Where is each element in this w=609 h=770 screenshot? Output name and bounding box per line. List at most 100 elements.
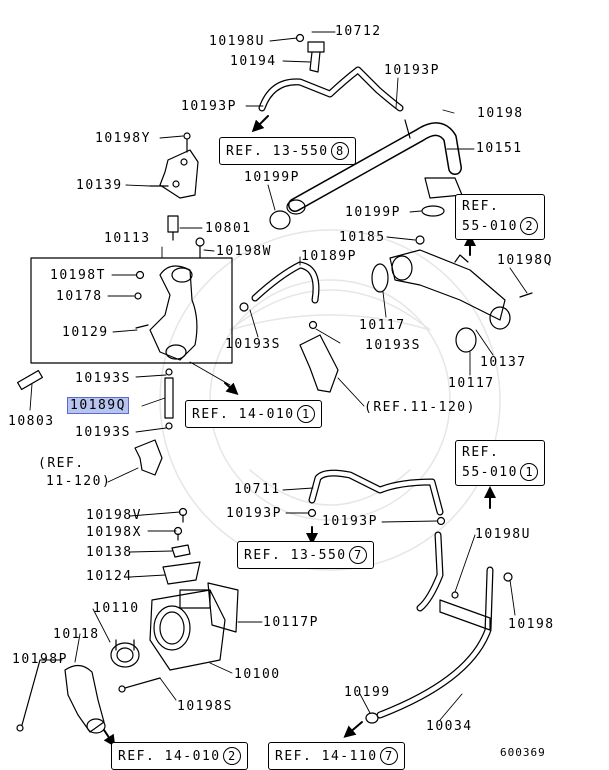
ref-text: REF. 13-550 xyxy=(244,547,347,563)
pipe-10151 xyxy=(286,119,463,215)
ref-11-120-lower-line1[interactable]: (REF. xyxy=(38,456,85,471)
ref-box-55-010-2[interactable]: REF. 55-010 2 xyxy=(455,194,545,240)
label-10198W[interactable]: 10198W xyxy=(216,244,272,259)
label-10198X[interactable]: 10198X xyxy=(86,525,142,540)
ref-circle-number: 2 xyxy=(519,217,538,235)
ref-line2: 55-010 xyxy=(462,218,518,234)
water-pipe-manifold xyxy=(371,235,533,353)
ref-box-13-550-7[interactable]: REF. 13-550 7 xyxy=(237,541,374,569)
ref-11-120-lower-line2[interactable]: 11-120) xyxy=(46,474,112,489)
label-10193P-b[interactable]: 10193P xyxy=(181,99,237,114)
o-ring-10199P-b xyxy=(421,205,445,217)
gasket-10124 xyxy=(162,561,201,585)
label-10198-a[interactable]: 10198 xyxy=(477,106,524,121)
ref-11-120-upper[interactable]: (REF.11-120) xyxy=(364,400,476,415)
label-10110[interactable]: 10110 xyxy=(93,601,140,616)
label-10803[interactable]: 10803 xyxy=(8,414,55,429)
thermostat-housing-10100 xyxy=(149,589,226,671)
hose-10711 xyxy=(307,469,446,526)
label-10100[interactable]: 10100 xyxy=(234,667,281,682)
label-10139[interactable]: 10139 xyxy=(76,178,123,193)
label-10712[interactable]: 10712 xyxy=(335,24,382,39)
ref-box-55-010-1[interactable]: REF. 55-010 1 xyxy=(455,440,545,486)
label-10138[interactable]: 10138 xyxy=(86,545,133,560)
pipe-10034 xyxy=(365,531,513,724)
sensor-10803 xyxy=(17,369,43,391)
ref-line2: 55-010 xyxy=(462,464,518,480)
label-10198T[interactable]: 10198T xyxy=(50,268,106,283)
water-inlet-10118 xyxy=(64,664,106,734)
label-10151[interactable]: 10151 xyxy=(476,141,523,156)
label-10193P-c[interactable]: 10193P xyxy=(226,506,282,521)
leader-lines xyxy=(29,31,528,721)
bracket-10139 xyxy=(149,132,199,199)
label-10193S-c[interactable]: 10193S xyxy=(75,371,131,386)
label-10199[interactable]: 10199 xyxy=(344,685,391,700)
ref-box-14-010-2[interactable]: REF. 14-010 2 xyxy=(111,742,248,770)
label-10801[interactable]: 10801 xyxy=(205,221,252,236)
sensor-10801 xyxy=(167,215,179,241)
label-10117-a[interactable]: 10117 xyxy=(359,318,406,333)
label-10193S-b[interactable]: 10193S xyxy=(365,338,421,353)
label-10199P-a[interactable]: 10199P xyxy=(244,170,300,185)
sensor-10138 xyxy=(171,544,191,558)
ref-circle-number: 7 xyxy=(379,747,398,765)
ref-circle-number: 1 xyxy=(296,405,315,423)
ref-circle-number: 1 xyxy=(519,463,538,481)
label-10193S-a[interactable]: 10193S xyxy=(225,337,281,352)
ref-circle-number: 8 xyxy=(330,142,349,160)
bracket-upper-11-120 xyxy=(299,334,339,393)
label-10193P-d[interactable]: 10193P xyxy=(322,514,378,529)
ref-box-14-110-7[interactable]: REF. 14-110 7 xyxy=(268,742,405,770)
label-10193P-a[interactable]: 10193P xyxy=(384,63,440,78)
water-outlet-10113 xyxy=(134,265,198,361)
label-10198U-top[interactable]: 10198U xyxy=(209,34,265,49)
label-10113[interactable]: 10113 xyxy=(104,231,151,246)
label-10198V[interactable]: 10198V xyxy=(86,508,142,523)
ref-text: REF. 13-550 xyxy=(226,143,329,159)
hose-10712 xyxy=(258,33,404,112)
label-10198Q[interactable]: 10198Q xyxy=(497,253,553,268)
label-10117-b[interactable]: 10117 xyxy=(448,376,495,391)
label-10198Y[interactable]: 10198Y xyxy=(95,131,151,146)
ref-box-13-550-8[interactable]: REF. 13-550 8 xyxy=(219,137,356,165)
ref-text: REF. 14-010 xyxy=(118,748,221,764)
label-10034[interactable]: 10034 xyxy=(426,719,473,734)
ref-circle-number: 7 xyxy=(348,546,367,564)
label-10185[interactable]: 10185 xyxy=(339,230,386,245)
bolt-10198S xyxy=(118,677,161,693)
label-10711[interactable]: 10711 xyxy=(234,482,281,497)
bolt-10198V xyxy=(178,507,188,523)
label-10199P-b[interactable]: 10199P xyxy=(345,205,401,220)
thermostat-10110 xyxy=(110,639,140,668)
label-10189Q-highlighted[interactable]: 10189Q xyxy=(67,397,129,414)
bracket-lower-11-120 xyxy=(134,439,163,476)
label-10117P[interactable]: 10117P xyxy=(263,615,319,630)
gasket-10117P xyxy=(207,582,239,633)
ref-line1: REF. xyxy=(462,199,500,214)
ref-circle-number: 2 xyxy=(222,747,241,765)
label-10178[interactable]: 10178 xyxy=(56,289,103,304)
ref-text: REF. 14-110 xyxy=(275,748,378,764)
ref-box-14-010-1[interactable]: REF. 14-010 1 xyxy=(185,400,322,428)
label-10198-b[interactable]: 10198 xyxy=(508,617,555,632)
ref-line1: REF. xyxy=(462,445,500,460)
bolt-10198P xyxy=(16,659,41,732)
bolt-10198W xyxy=(195,237,205,259)
label-10194[interactable]: 10194 xyxy=(230,54,277,69)
label-10137[interactable]: 10137 xyxy=(480,355,527,370)
label-10193S-d[interactable]: 10193S xyxy=(75,425,131,440)
ref-text: REF. 14-010 xyxy=(192,406,295,422)
diagram-code: 600369 xyxy=(500,746,546,759)
label-10198P[interactable]: 10198P xyxy=(12,652,68,667)
label-10189P[interactable]: 10189P xyxy=(301,249,357,264)
label-10118[interactable]: 10118 xyxy=(53,627,100,642)
group-box-10113 xyxy=(30,257,233,364)
bolt-10198X xyxy=(173,526,183,541)
label-10129[interactable]: 10129 xyxy=(62,325,109,340)
label-10124[interactable]: 10124 xyxy=(86,569,133,584)
label-10198S[interactable]: 10198S xyxy=(177,699,233,714)
hose-10189Q xyxy=(164,368,174,430)
label-10198U-b[interactable]: 10198U xyxy=(475,527,531,542)
